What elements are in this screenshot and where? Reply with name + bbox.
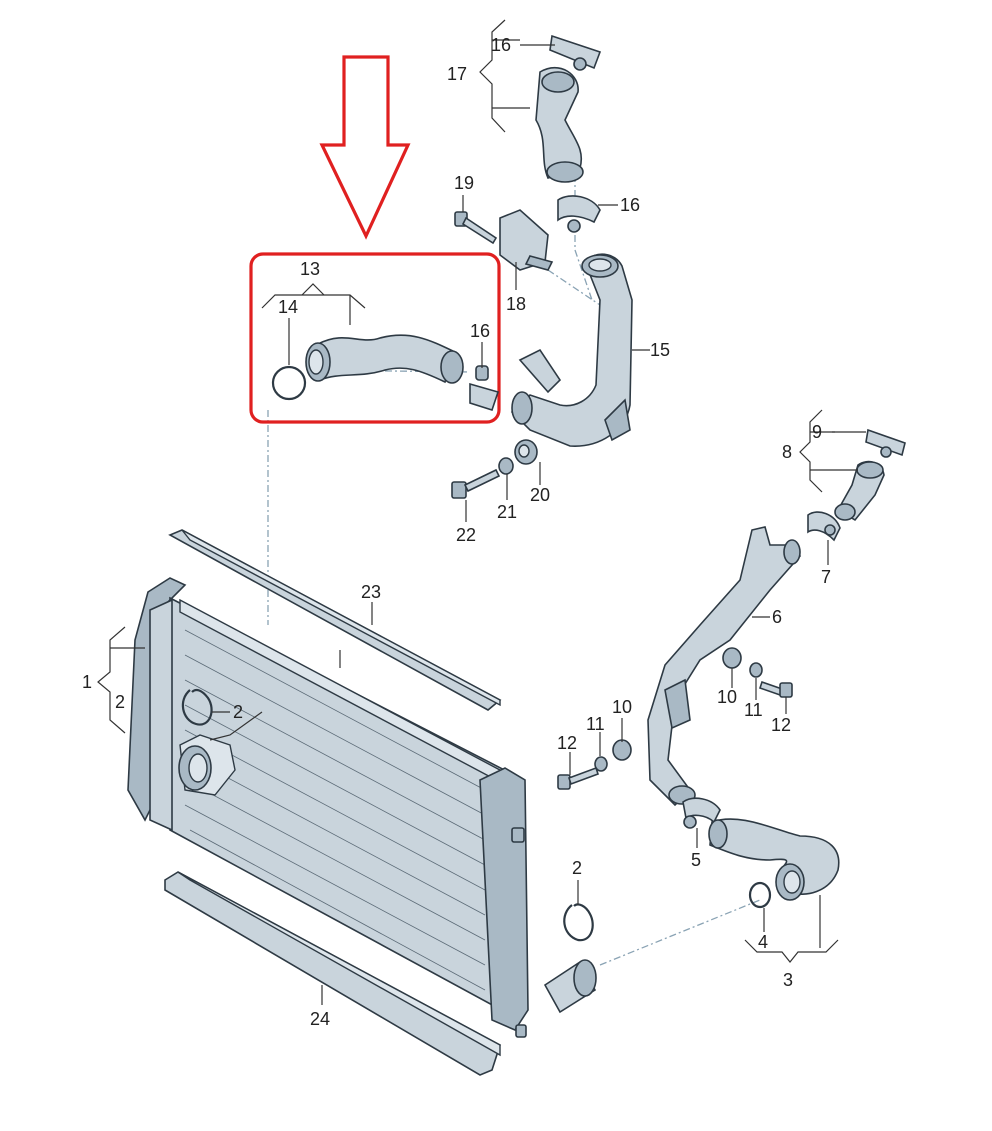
seal-ring-2a: [181, 688, 213, 726]
clamp-5: [682, 797, 721, 829]
bolt-12a: [758, 680, 793, 698]
intercooler-1: [127, 577, 597, 1038]
part-labels: 16 17 16 19 18 15 13 14 16 20 21 22 23 1…: [82, 35, 831, 1029]
o-ring-14: [271, 365, 307, 401]
label-14: 14: [278, 297, 298, 317]
label-11-left: 11: [586, 714, 605, 734]
spacer-21: [498, 457, 514, 475]
leader-lines: [97, 19, 866, 1005]
label-4: 4: [758, 932, 768, 952]
label-9: 9: [812, 422, 822, 442]
label-17: 17: [447, 64, 467, 84]
hose-13: [305, 334, 464, 384]
label-13: 13: [300, 259, 320, 279]
clamp-16-top: [549, 34, 602, 71]
label-1: 1: [82, 672, 92, 692]
outlet-port: [543, 959, 597, 1014]
clamp-9: [865, 428, 906, 458]
clamp-16-box: [469, 365, 500, 412]
clamp-16-mid: [557, 195, 601, 233]
label-2-bracket: 2: [115, 692, 125, 712]
grommet-10b: [612, 739, 632, 761]
grommet-20: [514, 439, 538, 465]
pipe-6: [647, 526, 802, 807]
o-ring-4: [748, 881, 772, 909]
bolt-12b: [557, 766, 600, 790]
label-19: 19: [454, 173, 474, 193]
label-2-seal: 2: [233, 702, 243, 722]
label-8: 8: [782, 442, 792, 462]
label-15: 15: [650, 340, 670, 360]
hose-8: [834, 460, 885, 522]
hose-3: [708, 818, 840, 901]
clamp-7: [807, 511, 841, 542]
inlet-port: [178, 734, 236, 796]
bolt-22: [451, 468, 501, 499]
hose-17: [535, 66, 584, 183]
spacer-11a: [749, 662, 763, 678]
label-5: 5: [691, 850, 701, 870]
label-6: 6: [772, 607, 782, 627]
grommet-10a: [722, 647, 742, 669]
label-20: 20: [530, 485, 550, 505]
label-24: 24: [310, 1009, 330, 1029]
label-16-top: 16: [491, 35, 511, 55]
label-10-left: 10: [612, 697, 632, 717]
seal-ring-2c: [563, 903, 594, 942]
highlight-arrow: [319, 55, 411, 240]
label-7: 7: [821, 567, 831, 587]
air-guide-24: [164, 871, 501, 1076]
spacer-11b: [594, 756, 608, 772]
label-12-right: 12: [771, 715, 791, 735]
pipe-15: [510, 253, 633, 447]
label-18: 18: [506, 294, 526, 314]
label-16-box: 16: [470, 321, 490, 341]
air-guide-23: [168, 529, 502, 711]
highlight-box: [249, 252, 501, 424]
label-10-right: 10: [717, 687, 737, 707]
label-21: 21: [497, 502, 517, 522]
label-12-left: 12: [557, 733, 577, 753]
sensor-18: [499, 209, 554, 271]
bolt-19: [454, 211, 498, 245]
label-2-right: 2: [572, 858, 582, 878]
label-3: 3: [783, 970, 793, 990]
label-11-right: 11: [744, 700, 763, 720]
label-22: 22: [456, 525, 476, 545]
label-16-mid: 16: [620, 195, 640, 215]
label-23: 23: [361, 582, 381, 602]
